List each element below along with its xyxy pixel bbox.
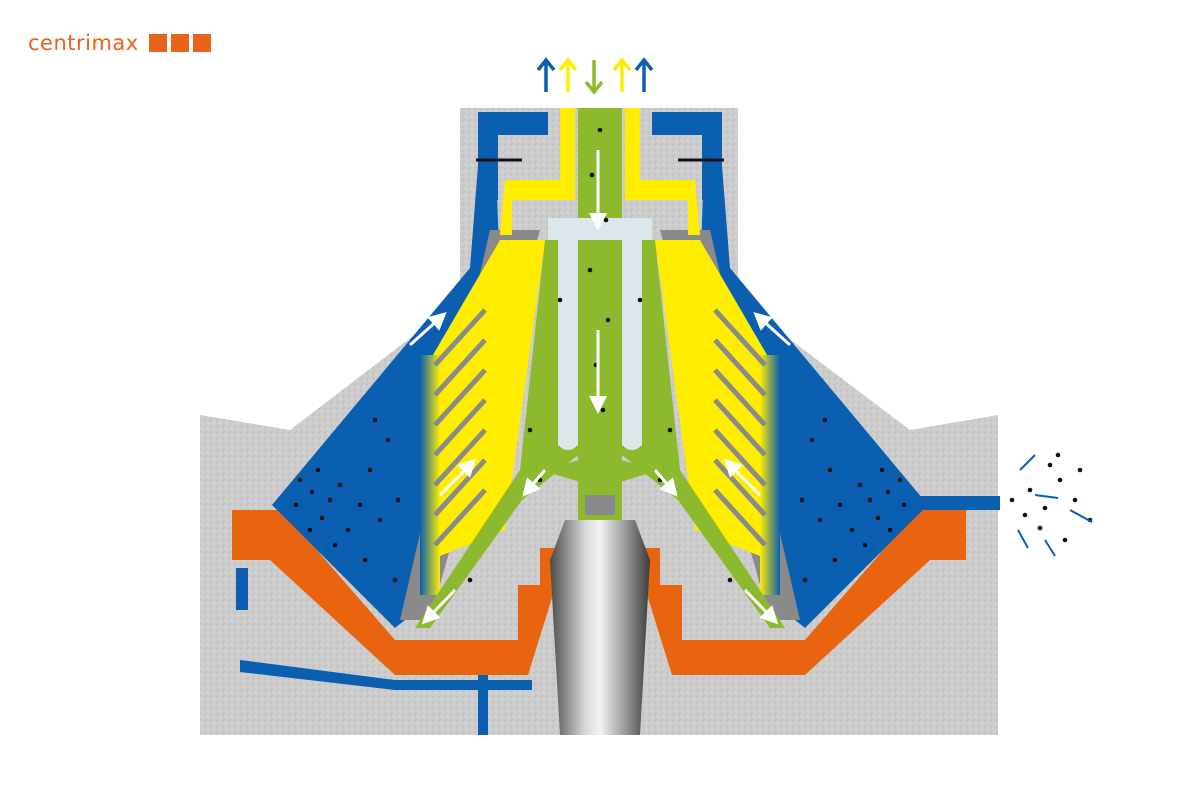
top-flow-arrows [536, 57, 654, 95]
brand-square [148, 34, 167, 52]
brand-name: centrimax [28, 30, 139, 55]
brand-square [192, 34, 211, 52]
heavy-phase-zone [236, 112, 1000, 735]
brand-logo: centrimax [28, 30, 211, 56]
brand-squares [148, 34, 211, 52]
flow-arrows [408, 150, 792, 625]
bowl-bottom [232, 510, 966, 675]
feed-channel [415, 108, 785, 628]
light-phase-zone [420, 108, 780, 595]
spindle [550, 495, 650, 735]
brand-square [170, 34, 189, 52]
disc-stack-lines [433, 308, 767, 547]
solids-discharge-spray [1009, 452, 1093, 557]
